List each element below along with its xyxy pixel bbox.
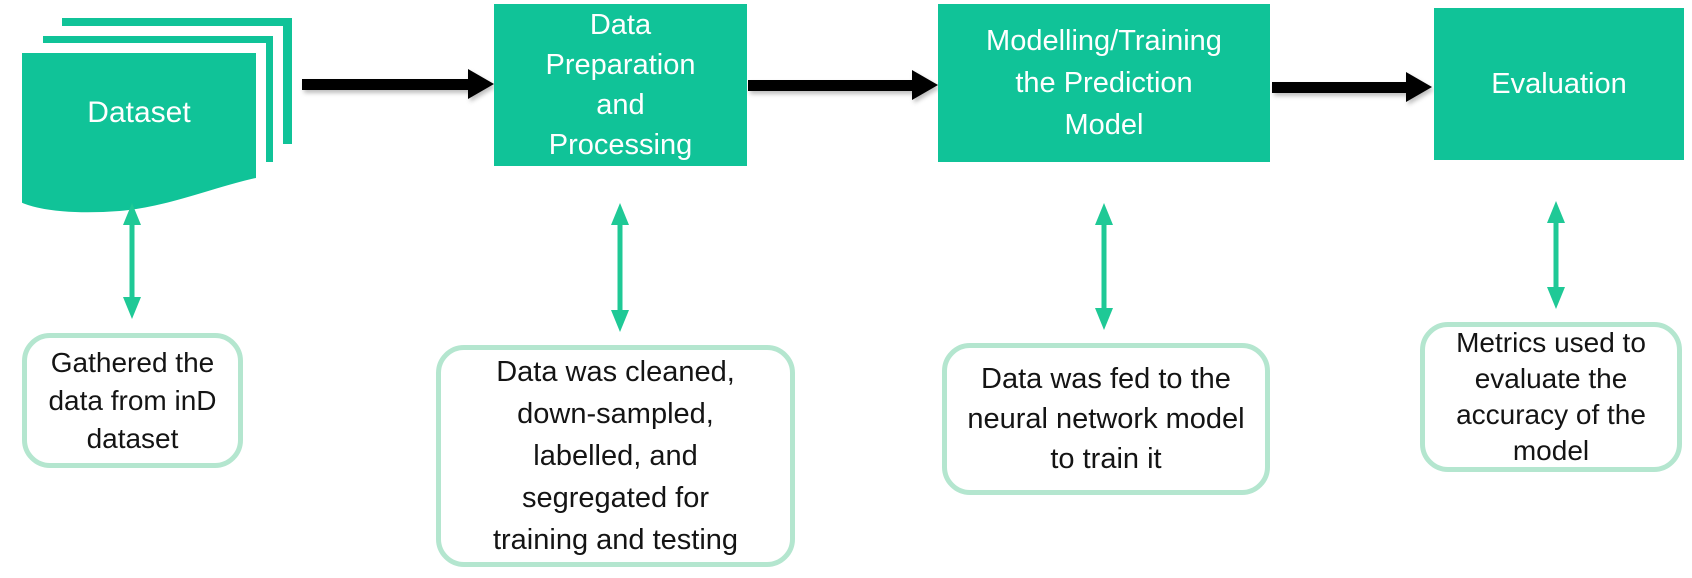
double-arrow-icon xyxy=(123,203,141,319)
arrow-shaft xyxy=(748,80,914,91)
description-box-modelling-training: Data was fed to the neural network model… xyxy=(942,343,1270,495)
stage-box-evaluation: Evaluation xyxy=(1434,8,1684,160)
double-arrow-icon xyxy=(1095,203,1113,330)
arrow-shaft xyxy=(1272,82,1408,93)
arrow-head xyxy=(468,69,494,99)
document-stack-icon xyxy=(12,8,302,223)
double-arrow-icon xyxy=(1547,201,1565,309)
flow-arrow-icon xyxy=(302,69,494,99)
flow-arrow-icon xyxy=(1272,72,1432,102)
stage-label-dataset: Dataset xyxy=(87,96,191,129)
description-box-data-preparation: Data was cleaned, down-sampled, labelled… xyxy=(436,345,795,567)
description-box-dataset: Gathered the data from inD dataset xyxy=(22,333,243,468)
arrow-head xyxy=(912,70,938,100)
description-box-evaluation: Metrics used to evaluate the accuracy of… xyxy=(1420,322,1682,472)
arrow-shaft xyxy=(302,79,470,90)
stage-box-data-preparation: Data Preparation and Processing xyxy=(494,4,747,166)
stage-box-modelling-training: Modelling/Training the Prediction Model xyxy=(938,4,1270,162)
arrow-head xyxy=(1406,72,1432,102)
double-arrow-icon xyxy=(611,203,629,332)
flow-arrow-icon xyxy=(748,70,938,100)
